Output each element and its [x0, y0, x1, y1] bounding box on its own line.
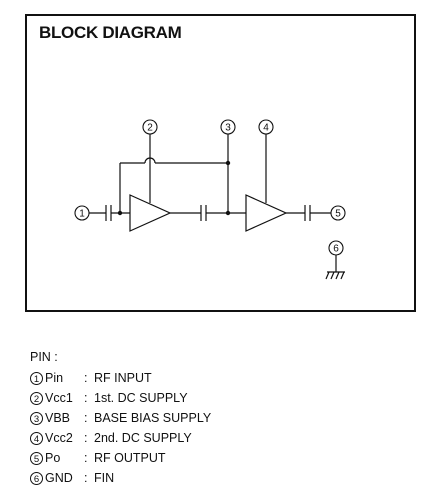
pin-marker-6-circle: [328, 240, 344, 256]
pin-number-badge: 3: [30, 411, 43, 425]
pin-name: Po: [45, 451, 61, 465]
pin-row-6: 6 GND : FIN: [30, 468, 211, 488]
pin-row-1: 1 Pin : RF INPUT: [30, 368, 211, 388]
junction-dot-input: [117, 210, 123, 216]
pin-description: 2nd. DC SUPPLY: [94, 431, 192, 445]
junction-dot-bias-node: [225, 210, 231, 216]
pin-number-badge: 4: [30, 431, 43, 445]
pin-number-badge: 5: [30, 451, 43, 465]
pin-separator: :: [84, 411, 88, 425]
pin-number-badge: 2: [30, 391, 43, 405]
pin-row-3: 3 VBB : BASE BIAS SUPPLY: [30, 408, 211, 428]
pin-description: RF INPUT: [94, 371, 152, 385]
block-diagram-title: BLOCK DIAGRAM: [39, 23, 182, 42]
pin-marker-1-circle: [74, 205, 90, 221]
pin-description: RF OUTPUT: [94, 451, 166, 465]
ground-hatch-4: [340, 271, 345, 280]
pin-marker-5: 5: [335, 209, 341, 220]
pin-marker-6: 6: [333, 244, 339, 255]
pin-row-5: 5 Po : RF OUTPUT: [30, 448, 211, 468]
pin-marker-4-circle: [258, 119, 274, 135]
ground-hatch-1: [325, 271, 330, 280]
pin-separator: :: [84, 431, 88, 445]
amplifier-2: [245, 194, 288, 232]
pin-description: FIN: [94, 471, 115, 485]
pin-name: Vcc2: [45, 431, 73, 445]
pin-number-badge: 6: [30, 471, 43, 485]
pin-name: GND: [45, 471, 73, 485]
pin-marker-3-circle: [220, 119, 236, 135]
pin-marker-4: 4: [263, 123, 269, 134]
pin-separator: :: [84, 471, 88, 485]
pin-separator: :: [84, 451, 88, 465]
pin-legend-heading: PIN :: [30, 350, 58, 364]
pin-name: VBB: [45, 411, 71, 425]
ground-hatch-3: [335, 271, 340, 280]
block-diagram-frame: BLOCK DIAGRAM: [25, 14, 416, 312]
pin-description: BASE BIAS SUPPLY: [94, 411, 212, 425]
pin-marker-2: 2: [147, 123, 153, 134]
pin-marker-3: 3: [225, 123, 231, 134]
junction-dot-bias-top: [225, 160, 231, 166]
pin-row-4: 4 Vcc2 : 2nd. DC SUPPLY: [30, 428, 211, 448]
pin-marker-1: 1: [79, 209, 85, 220]
pin-marker-2-circle: [142, 119, 158, 135]
pin-separator: :: [84, 391, 88, 405]
pin-name: Pin: [45, 371, 64, 385]
pin-description: 1st. DC SUPPLY: [94, 391, 188, 405]
pin-marker-5-circle: [330, 205, 346, 221]
pin-separator: :: [84, 371, 88, 385]
ground-hatch-2: [330, 271, 335, 280]
pin-number-badge: 1: [30, 371, 43, 385]
pin-legend: PIN : 1 Pin : RF INPUT 2 Vcc1 : 1st. DC …: [30, 347, 211, 488]
pin-name: Vcc1: [45, 391, 73, 405]
amplifier-1: [129, 194, 172, 232]
pin-row-2: 2 Vcc1 : 1st. DC SUPPLY: [30, 388, 211, 408]
block-diagram-schematic: 1 2 3 4 5 6: [74, 119, 346, 280]
